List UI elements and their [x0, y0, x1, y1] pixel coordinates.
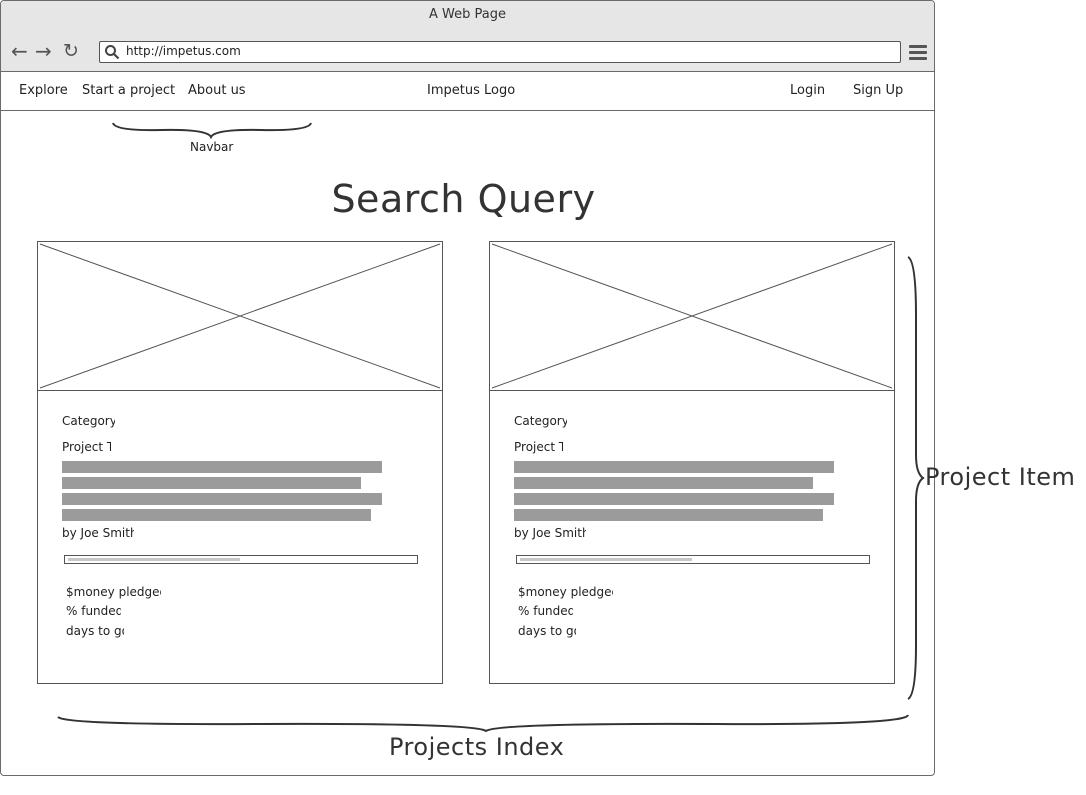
login-link[interactable]: Login	[790, 83, 826, 98]
project-category: Category	[514, 414, 567, 428]
money-pledged: $money pledged	[66, 585, 161, 599]
address-bar: ← → ↻ http://impetus.com	[1, 32, 934, 72]
project-item-annotation-label: Project Item	[925, 463, 1076, 491]
window-title: A Web Page	[1, 1, 934, 33]
project-image-placeholder	[490, 242, 894, 391]
money-pledged: $money pledged	[518, 585, 613, 599]
projects-index-brace	[57, 714, 909, 733]
percent-funded: % funded	[66, 604, 121, 618]
browser-window: A Web Page ← → ↻ http://impetus.com Expl…	[0, 0, 935, 776]
description-line	[62, 493, 382, 505]
project-item-brace	[907, 256, 925, 700]
days-to-go: days to go	[518, 624, 576, 638]
project-author: by Joe Smith	[514, 526, 586, 540]
funding-progress-bar	[516, 555, 870, 564]
image-placeholder-icon	[491, 243, 893, 389]
nav-start-project-link[interactable]: Start a project	[82, 83, 176, 98]
project-author: by Joe Smith	[62, 526, 134, 540]
percent-funded: % funded	[518, 604, 573, 618]
site-logo[interactable]: Impetus Logo	[427, 83, 516, 98]
signup-link[interactable]: Sign Up	[853, 83, 904, 98]
arrow-left-icon[interactable]: ←	[11, 39, 28, 63]
project-category: Category	[62, 414, 115, 428]
description-line	[514, 493, 834, 505]
url-input[interactable]: http://impetus.com	[99, 41, 901, 63]
description-line	[514, 509, 823, 521]
projects-index-annotation-label: Projects Index	[389, 733, 565, 761]
page-title: Search Query	[331, 177, 596, 221]
description-line	[62, 509, 371, 521]
navbar-annotation-label: Navbar	[190, 140, 234, 154]
description-line	[514, 477, 813, 489]
nav-explore-link[interactable]: Explore	[19, 83, 68, 98]
project-title[interactable]: Project Title	[514, 440, 563, 454]
image-placeholder-icon	[39, 243, 441, 389]
url-text: http://impetus.com	[126, 44, 241, 58]
navbar-brace	[112, 122, 312, 139]
funding-progress-fill	[520, 558, 692, 561]
project-card[interactable]: Category Project Title by Joe Smith $mon…	[37, 241, 443, 684]
funding-progress-bar	[64, 555, 418, 564]
reload-icon[interactable]: ↻	[63, 40, 79, 62]
description-line	[62, 461, 382, 473]
project-card[interactable]: Category Project Title by Joe Smith $mon…	[489, 241, 895, 684]
arrow-right-icon[interactable]: →	[35, 39, 52, 63]
description-line	[62, 477, 361, 489]
description-line	[514, 461, 834, 473]
days-to-go: days to go	[66, 624, 124, 638]
project-image-placeholder	[38, 242, 442, 391]
search-icon	[105, 45, 120, 60]
site-navbar: Explore Start a project About us Impetus…	[1, 72, 934, 111]
funding-progress-fill	[68, 558, 240, 561]
project-title[interactable]: Project Title	[62, 440, 111, 454]
hamburger-menu-icon[interactable]	[909, 45, 927, 63]
nav-about-link[interactable]: About us	[188, 83, 246, 98]
